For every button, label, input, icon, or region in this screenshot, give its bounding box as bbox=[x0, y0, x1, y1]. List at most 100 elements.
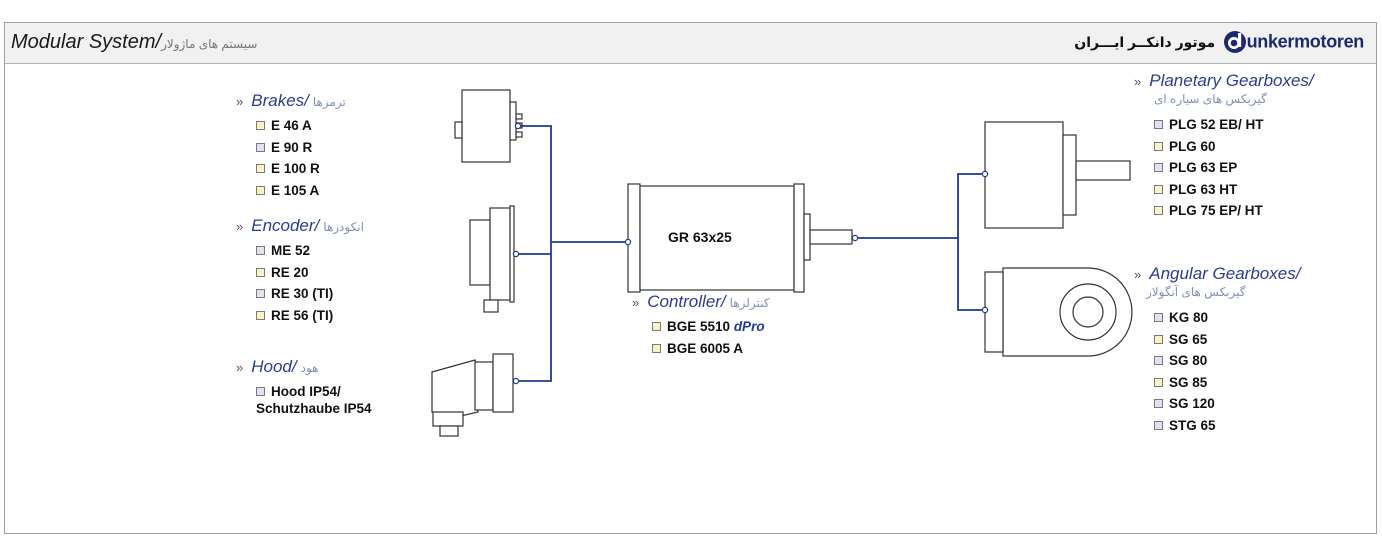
hood-component-drawing bbox=[431, 353, 514, 437]
page-title-fa: سیستم های ماژولار bbox=[161, 37, 258, 51]
brakes-item[interactable]: E 46 A bbox=[256, 115, 346, 137]
encoder-title: Encoder/ bbox=[251, 216, 320, 235]
controller-item-2-checkbox[interactable] bbox=[652, 343, 661, 353]
connector-nodes bbox=[512, 122, 989, 385]
hood-item-line1: Hood IP54/ bbox=[271, 384, 341, 399]
planetary-item-label: PLG 63 HT bbox=[1169, 181, 1238, 197]
planetary-item-label: PLG 75 EP/ HT bbox=[1169, 203, 1263, 218]
encoder-item-label: RE 20 bbox=[271, 264, 309, 280]
planetary-group: »Planetary Gearboxes/ گیربکس های سیاره ا… bbox=[1134, 71, 1314, 222]
planetary-item-checkbox[interactable] bbox=[1154, 163, 1163, 172]
planetary-list: PLG 52 EB/ HT PLG 60 PLG 63 EP PLG 63 HT PLG… bbox=[1134, 114, 1314, 222]
angular-item-label: STG 65 bbox=[1169, 417, 1216, 433]
controller-title-fa: کنترلرها bbox=[729, 296, 770, 310]
planetary-arrow: » bbox=[1134, 74, 1142, 89]
encoder-item-checkbox[interactable] bbox=[256, 289, 265, 298]
brand-fa-text: موتور دانکــر ایـــران bbox=[1074, 33, 1216, 50]
controller-item-2-label: BGE 6005 A bbox=[667, 340, 744, 356]
brakes-item-checkbox[interactable] bbox=[256, 164, 265, 173]
brakes-title: Brakes/ bbox=[251, 91, 309, 110]
angular-heading[interactable]: »Angular Gearboxes/ bbox=[1134, 264, 1300, 284]
planetary-item-checkbox[interactable] bbox=[1154, 184, 1163, 194]
angular-item[interactable]: STG 65 bbox=[1154, 415, 1300, 437]
controller-item-1-checkbox[interactable] bbox=[652, 322, 661, 331]
angular-item-checkbox[interactable] bbox=[1154, 399, 1163, 408]
planetary-item-checkbox[interactable] bbox=[1154, 206, 1163, 215]
brand-logo[interactable]: موتور دانکــر ایـــران unkermotoren bbox=[1074, 30, 1364, 56]
encoder-item[interactable]: RE 20 bbox=[256, 262, 364, 284]
brakes-item-label: E 100 R bbox=[271, 161, 320, 176]
brake-component-drawing bbox=[454, 89, 523, 163]
controller-heading[interactable]: »Controller/کنترلرها bbox=[632, 292, 770, 312]
connector-lines bbox=[516, 125, 985, 382]
encoder-item[interactable]: RE 30 (TI) bbox=[256, 283, 364, 305]
angular-item-checkbox[interactable] bbox=[1154, 377, 1163, 387]
angular-item[interactable]: SG 85 bbox=[1154, 372, 1300, 394]
planetary-item-label: PLG 60 bbox=[1169, 138, 1216, 154]
hood-heading[interactable]: »Hood/هود bbox=[236, 357, 372, 377]
motor-drawing bbox=[627, 183, 853, 293]
angular-item-checkbox[interactable] bbox=[1154, 313, 1163, 322]
brakes-item-checkbox[interactable] bbox=[256, 185, 265, 195]
angular-item-label: SG 85 bbox=[1169, 374, 1208, 390]
hood-item-line2: Schutzhaube IP54 bbox=[256, 401, 372, 416]
hood-checkbox[interactable] bbox=[256, 387, 265, 396]
controller-group: »Controller/کنترلرها BGE 5510 dPro BGE 6… bbox=[632, 292, 770, 359]
planetary-item-checkbox[interactable] bbox=[1154, 141, 1163, 151]
hood-arrow: » bbox=[236, 360, 244, 375]
encoder-item[interactable]: RE 56 (TI) bbox=[256, 305, 364, 327]
encoder-item[interactable]: ME 52 bbox=[256, 240, 364, 262]
page-title: Modular System/سیستم های ماژولار bbox=[11, 31, 260, 54]
hood-group: »Hood/هود Hood IP54/ Schutzhaube IP54 bbox=[236, 357, 372, 417]
angular-item-label: KG 80 bbox=[1169, 310, 1209, 325]
planetary-heading[interactable]: »Planetary Gearboxes/ bbox=[1134, 71, 1314, 91]
brand-name: unkermotoren bbox=[1246, 31, 1365, 52]
controller-item-1-suffix: dPro bbox=[733, 319, 765, 334]
angular-item[interactable]: KG 80 bbox=[1154, 307, 1300, 329]
angular-item[interactable]: SG 120 bbox=[1154, 393, 1300, 415]
brakes-title-fa: ترمزها bbox=[312, 95, 346, 109]
brakes-item-label: E 105 A bbox=[271, 182, 320, 198]
header-bar: Modular System/سیستم های ماژولار موتور د… bbox=[5, 23, 1376, 64]
planetary-item[interactable]: PLG 52 EB/ HT bbox=[1154, 114, 1314, 136]
angular-item-checkbox[interactable] bbox=[1154, 334, 1163, 344]
brakes-arrow: » bbox=[236, 94, 244, 109]
brakes-item-checkbox[interactable] bbox=[256, 121, 265, 130]
angular-item-checkbox[interactable] bbox=[1154, 420, 1163, 430]
encoder-item-label: ME 52 bbox=[271, 243, 311, 258]
planetary-item-checkbox[interactable] bbox=[1154, 120, 1163, 129]
angular-item-label: SG 65 bbox=[1169, 331, 1208, 347]
angular-gearbox-drawing bbox=[984, 267, 1133, 357]
angular-item[interactable]: SG 80 bbox=[1154, 350, 1300, 372]
planetary-item[interactable]: PLG 63 HT bbox=[1154, 179, 1314, 201]
brakes-heading[interactable]: » Brakes/ترمزها bbox=[236, 91, 346, 111]
encoder-item-checkbox[interactable] bbox=[256, 246, 265, 255]
brakes-item-checkbox[interactable] bbox=[256, 142, 265, 152]
brakes-item[interactable]: E 90 R bbox=[256, 137, 346, 159]
angular-item-checkbox[interactable] bbox=[1154, 356, 1163, 365]
hood-item[interactable]: Hood IP54/ bbox=[236, 383, 372, 400]
angular-arrow: » bbox=[1134, 267, 1142, 282]
dunker-d-icon bbox=[1223, 31, 1246, 53]
controller-item-2[interactable]: BGE 6005 A bbox=[652, 338, 770, 360]
encoder-heading[interactable]: »Encoder/انکودرها bbox=[236, 216, 364, 236]
angular-subtitle-fa: گیربکس های آنگولار bbox=[1146, 285, 1246, 299]
encoder-item-checkbox[interactable] bbox=[256, 267, 265, 277]
encoder-item-checkbox[interactable] bbox=[256, 310, 265, 320]
planetary-item[interactable]: PLG 63 EP bbox=[1154, 157, 1314, 179]
angular-item[interactable]: SG 65 bbox=[1154, 329, 1300, 351]
planetary-item[interactable]: PLG 75 EP/ HT bbox=[1154, 200, 1314, 222]
planetary-item[interactable]: PLG 60 bbox=[1154, 136, 1314, 158]
controller-item-1[interactable]: BGE 5510 dPro bbox=[652, 316, 770, 338]
hood-title-fa: هود bbox=[300, 361, 319, 375]
controller-item-1-label: BGE 5510 bbox=[667, 319, 731, 334]
brakes-item[interactable]: E 100 R bbox=[256, 158, 346, 180]
brakes-item[interactable]: E 105 A bbox=[256, 180, 346, 202]
modular-system-panel: Modular System/سیستم های ماژولار موتور د… bbox=[4, 22, 1377, 534]
encoder-arrow: » bbox=[236, 219, 244, 234]
controller-title: Controller/ bbox=[647, 292, 726, 311]
